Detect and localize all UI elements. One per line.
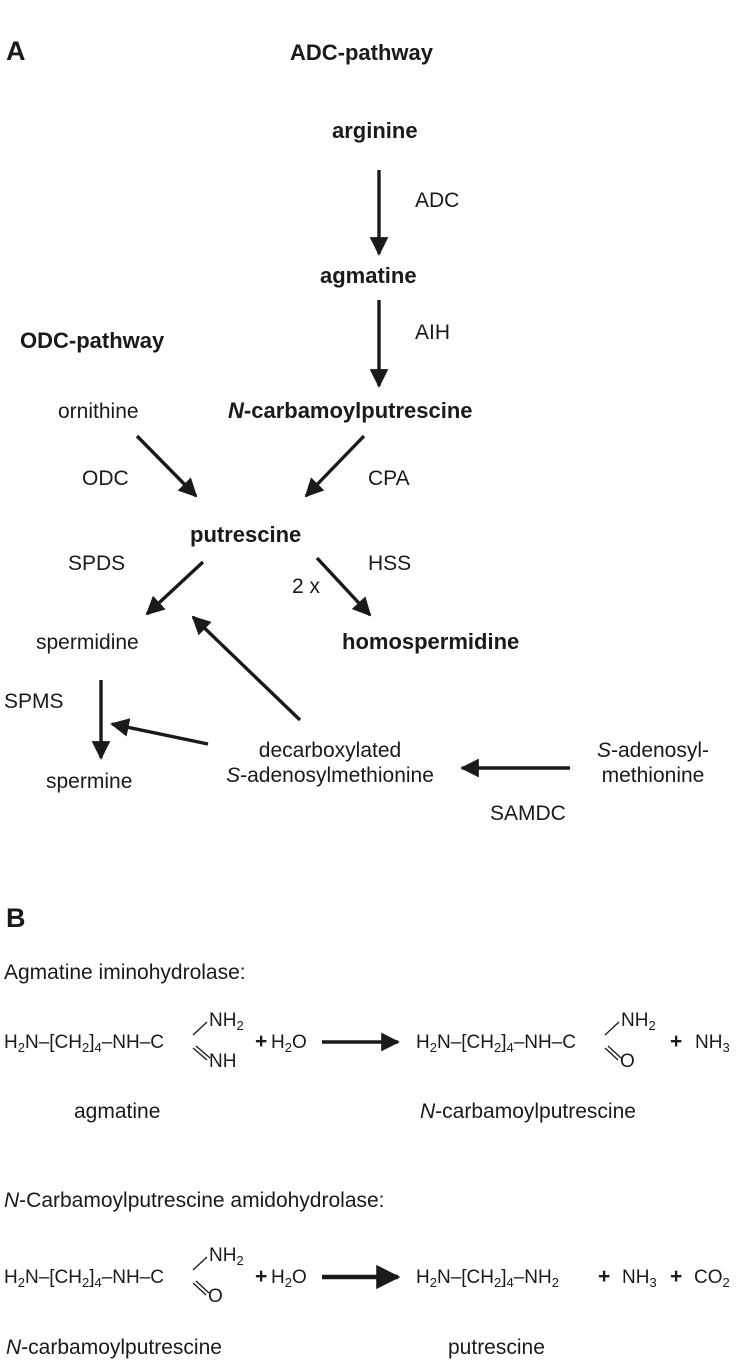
formula-carbamoylputrescine-chain: H2N–[CH2]4–NH–C	[416, 1032, 577, 1055]
italic-n-prefix: N	[228, 398, 244, 423]
compound-ornithine: ornithine	[58, 400, 139, 423]
reaction-1-title: Agmatine iminohydrolase:	[4, 961, 246, 984]
enzyme-aih: AIH	[415, 321, 451, 344]
formula-water-2: H2O	[271, 1267, 307, 1290]
bond-c-o-r2b	[195, 1280, 210, 1294]
panel-a-label: A	[6, 36, 26, 66]
reaction-2-title: N-Carbamoylputrescine amidohydrolase:	[4, 1190, 385, 1211]
italic-n-prefix: N	[4, 1189, 20, 1212]
formula-carbamoylputrescine-chain-2: H2N–[CH2]4–NH–C	[4, 1267, 165, 1290]
formula-carbamoyl-o-2: O	[208, 1286, 223, 1307]
formula-agmatine-nh2: NH2	[209, 1010, 244, 1033]
plus-sign: +	[255, 1265, 268, 1288]
adc-pathway-title: ADC-pathway	[290, 40, 434, 65]
sam-line-1-rest: -adenosyl-	[610, 739, 710, 762]
odc-pathway-title: ODC-pathway	[20, 328, 165, 353]
name-rest: -carbamoylputrescine	[435, 1100, 636, 1123]
arrow-dcsam-to-spermidine	[191, 615, 302, 722]
plus-sign: +	[670, 1030, 683, 1053]
enzyme-adc: ADC	[415, 189, 460, 212]
bond-c-nh2-r2a	[192, 1256, 208, 1271]
panel-b-label: B	[6, 903, 26, 933]
formula-co2: CO2	[694, 1267, 730, 1290]
formula-carbamoyl-nh2-2: NH2	[209, 1245, 244, 1268]
italic-s-prefix: S	[226, 764, 241, 787]
compound-decarboxylated-sam: decarboxylated S-adenosylmethionine	[196, 738, 464, 788]
plus-sign: +	[670, 1265, 683, 1288]
formula-agmatine-nh: NH	[209, 1051, 237, 1072]
arrow-putrescine-to-homospermidine	[315, 556, 372, 617]
enzyme-samdc: SAMDC	[490, 802, 566, 825]
sam-line-2: methionine	[601, 764, 705, 787]
formula-putrescine: H2N–[CH2]4–NH2	[416, 1267, 559, 1290]
reaction-2-title-rest: -Carbamoylputrescine amidohydrolase:	[19, 1189, 385, 1212]
hss-stoichiometry: 2 x	[292, 575, 321, 598]
dcsam-line-2-rest: -adenosylmethionine	[240, 764, 434, 787]
enzyme-spds: SPDS	[68, 552, 126, 575]
compound-spermine: spermine	[46, 770, 133, 793]
formula-ammonia-2: NH3	[622, 1267, 657, 1290]
enzyme-cpa: CPA	[368, 467, 410, 490]
sam-line-1: S-adenosyl-	[568, 738, 738, 763]
name-rest: -carbamoylputrescine	[21, 1336, 222, 1359]
bond-c-nh-r1a	[192, 1047, 208, 1061]
arrow-putrescine-to-spermidine	[145, 560, 205, 616]
formula-ammonia: NH3	[695, 1032, 730, 1055]
nh-text: NH	[695, 1032, 723, 1053]
name-n-carbamoylputrescine-2: N-carbamoylputrescine	[6, 1337, 222, 1358]
plus-sign: +	[255, 1030, 268, 1053]
plus-sign: +	[598, 1265, 611, 1288]
compound-spermidine: spermidine	[36, 631, 139, 654]
name-agmatine: agmatine	[74, 1100, 161, 1123]
compound-homospermidine: homospermidine	[342, 629, 520, 654]
bond-c-o-r1d	[607, 1045, 622, 1059]
bond-c-nh2-r1c	[604, 1021, 620, 1036]
italic-n-prefix: N	[420, 1100, 436, 1123]
compound-putrescine: putrescine	[190, 522, 302, 547]
formula-water: H2O	[271, 1032, 307, 1055]
arrow-dcsam-to-spermine	[110, 718, 209, 746]
dcsam-line-2: S-adenosylmethionine	[196, 763, 464, 788]
arrow-ornithine-to-putrescine	[135, 434, 198, 498]
enzyme-spms: SPMS	[4, 690, 64, 713]
compound-name-rest: -carbamoylputrescine	[243, 398, 473, 423]
arrow-carbamoylputrescine-to-putrescine	[304, 434, 366, 498]
bond-c-o-r1c	[604, 1047, 619, 1061]
enzyme-odc: ODC	[82, 467, 129, 490]
bond-c-nh-r1b	[195, 1045, 211, 1059]
formula-carbamoyl-nh2: NH2	[621, 1010, 656, 1033]
name-n-carbamoylputrescine: N-carbamoylputrescine	[420, 1101, 636, 1122]
enzyme-hss: HSS	[368, 552, 412, 575]
name-putrescine: putrescine	[448, 1336, 545, 1359]
italic-n-prefix: N	[6, 1336, 22, 1359]
formula-carbamoyl-o: O	[620, 1051, 635, 1072]
bond-c-nh2-r1a	[192, 1021, 208, 1036]
italic-s-prefix: S	[596, 739, 611, 762]
compound-n-carbamoylputrescine: N-carbamoylputrescine	[228, 400, 473, 422]
bond-c-o-r2a	[192, 1282, 207, 1296]
compound-arginine: arginine	[332, 118, 418, 143]
compound-s-adenosylmethionine: S-adenosyl- methionine	[568, 738, 738, 788]
dcsam-line-1: decarboxylated	[258, 739, 402, 762]
formula-agmatine-chain: H2N–[CH2]4–NH–C	[4, 1032, 165, 1055]
compound-agmatine: agmatine	[320, 263, 417, 288]
